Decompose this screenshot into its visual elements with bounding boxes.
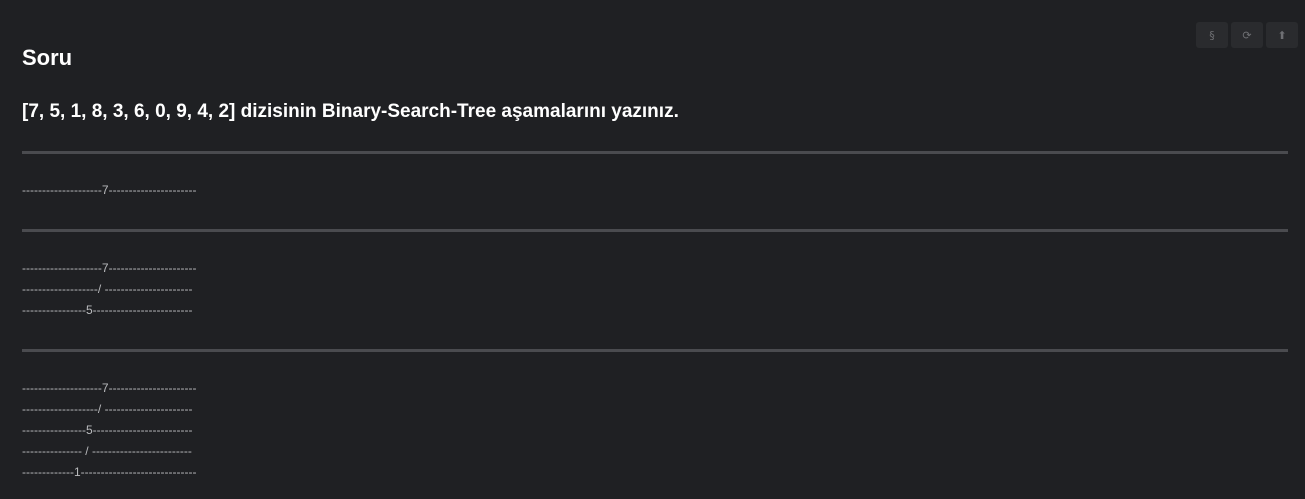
divider [22,151,1288,154]
tree-line: ----------------5-----------------------… [22,303,193,317]
arrow-up-icon: ⬆ [1277,28,1287,42]
scroll-top-button[interactable]: ⬆ [1266,22,1298,48]
refresh-icon: ⟳ [1242,28,1252,42]
tree-step-1: --------------------7-------------------… [22,180,197,201]
divider [22,349,1288,352]
tree-step-3: --------------------7-------------------… [22,378,197,483]
tree-line: --------------------7-------------------… [22,381,197,395]
tree-line: -------------1--------------------------… [22,465,197,479]
tree-line: ----------------5-----------------------… [22,423,193,437]
tree-line: --------------- / ----------------------… [22,444,192,458]
refresh-button[interactable]: ⟳ [1231,22,1263,48]
section-icon: § [1209,28,1215,42]
divider [22,229,1288,232]
tree-step-2: --------------------7-------------------… [22,258,197,321]
page-title: Soru [22,45,73,70]
question-text: [7, 5, 1, 8, 3, 6, 0, 9, 4, 2] dizisinin… [22,101,679,122]
tree-line: -------------------/ -------------------… [22,402,193,416]
tree-line: -------------------/ -------------------… [22,282,193,296]
section-button[interactable]: § [1196,22,1228,48]
toolbar: § ⟳ ⬆ [1196,22,1298,48]
tree-line: --------------------7-------------------… [22,183,197,197]
tree-line: --------------------7-------------------… [22,261,197,275]
